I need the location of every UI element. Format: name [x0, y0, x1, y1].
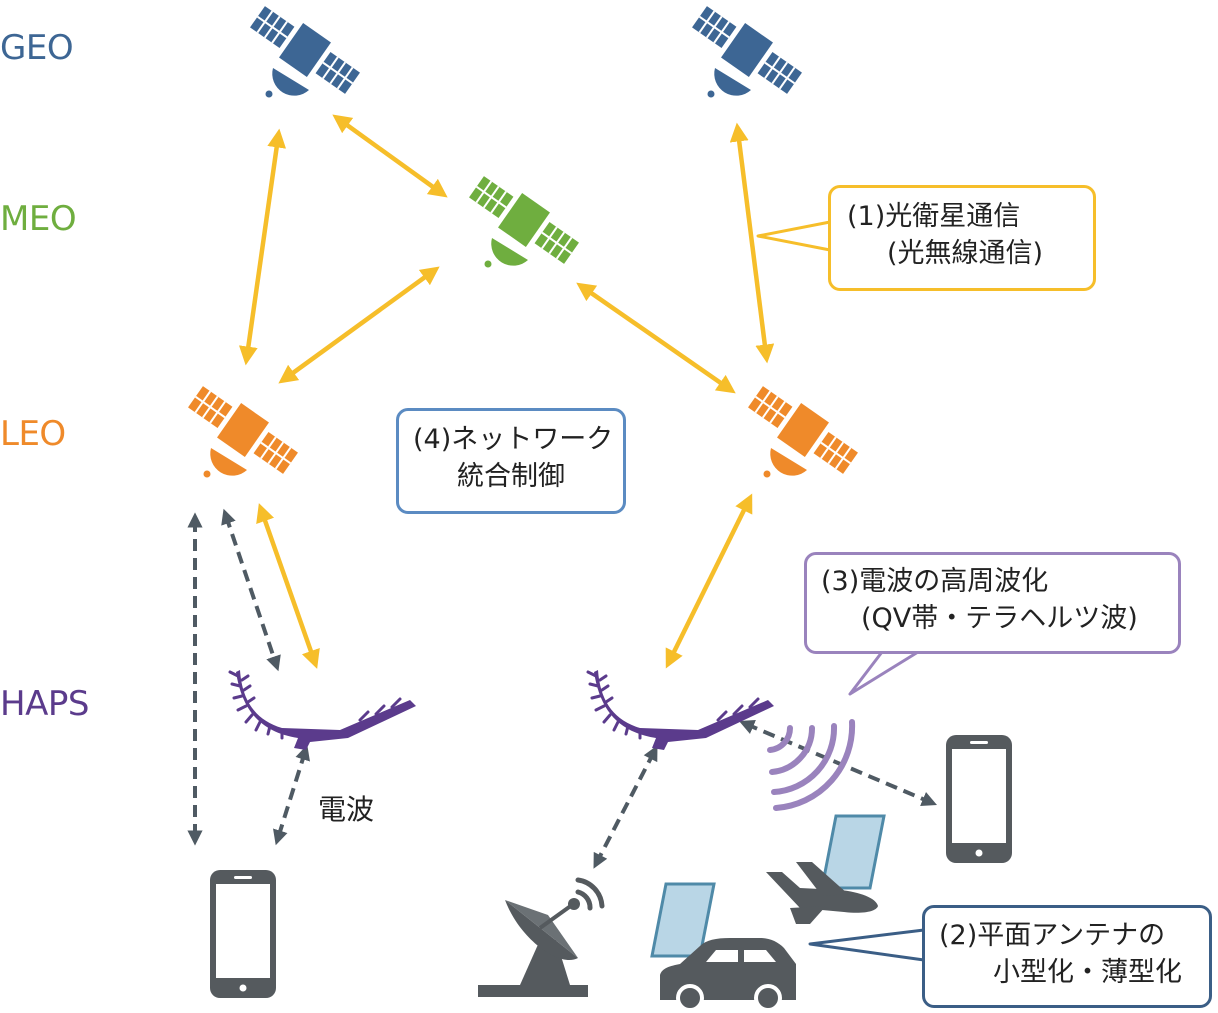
callout-high-frequency: (3)電波の高周波化 (QV帯・テラヘルツ波) — [804, 552, 1181, 654]
smartphone-icon — [946, 735, 1012, 863]
callout-flat-antenna: (2)平面アンテナの 小型化・薄型化 — [922, 905, 1212, 1008]
callout-network-control: (4)ネットワーク 統合制御 — [396, 408, 626, 514]
link-leo1-haps1 — [256, 503, 320, 669]
callout-pointer — [808, 928, 926, 962]
radio-wave-label: 電波 — [318, 793, 375, 826]
link-geo2-leo2 — [729, 122, 775, 364]
link-meo-leo1 — [278, 266, 440, 384]
orbit-label-meo: MEO — [0, 199, 77, 239]
orbit-label-leo: LEO — [0, 414, 66, 454]
satellite-icon — [463, 168, 585, 272]
callout-line: (1)光衛星通信 — [847, 201, 1021, 232]
satellite-icon — [742, 378, 864, 482]
radio-links — [187, 508, 937, 869]
orbit-label-haps: HAPS — [0, 684, 89, 724]
link-leo1-haps1-radio — [221, 508, 281, 672]
haps-aircraft-icon — [228, 668, 418, 752]
link-geo1-meo — [332, 114, 448, 198]
radio-waves-icon — [767, 719, 856, 811]
satellite-icon — [244, 0, 366, 102]
link-haps2-phone2 — [739, 719, 937, 807]
callout-pointer — [756, 220, 832, 252]
haps-aircraft-icon — [586, 668, 776, 752]
callout-line: 小型化・薄型化 — [993, 957, 1182, 988]
callout-line: (QV帯・テラヘルツ波) — [861, 603, 1138, 634]
link-haps1-phone1 — [273, 744, 310, 846]
link-geo1-leo1 — [238, 128, 287, 366]
ground-station-dish-icon — [478, 877, 605, 997]
smartphone-icon — [210, 870, 276, 998]
link-meo-leo2 — [576, 282, 736, 394]
callout-optical-communication: (1)光衛星通信 (光無線通信) — [828, 185, 1096, 291]
orbit-label-geo: GEO — [0, 28, 74, 68]
callout-line: (2)平面アンテナの — [939, 920, 1166, 951]
satellite-icon — [182, 378, 304, 482]
callout-pointer — [848, 650, 920, 696]
callout-line: (3)電波の高周波化 — [821, 566, 1049, 597]
flat-antenna-icon — [820, 814, 886, 890]
callout-line: (光無線通信) — [887, 238, 1044, 269]
airplane-icon — [766, 862, 878, 924]
callout-line: 統合制御 — [457, 461, 565, 492]
satellite-icon — [686, 0, 808, 102]
callout-line: (4)ネットワーク — [413, 424, 614, 455]
link-leo2-haps2 — [665, 493, 753, 669]
car-icon — [660, 938, 796, 1012]
link-haps2-dish — [593, 745, 658, 869]
